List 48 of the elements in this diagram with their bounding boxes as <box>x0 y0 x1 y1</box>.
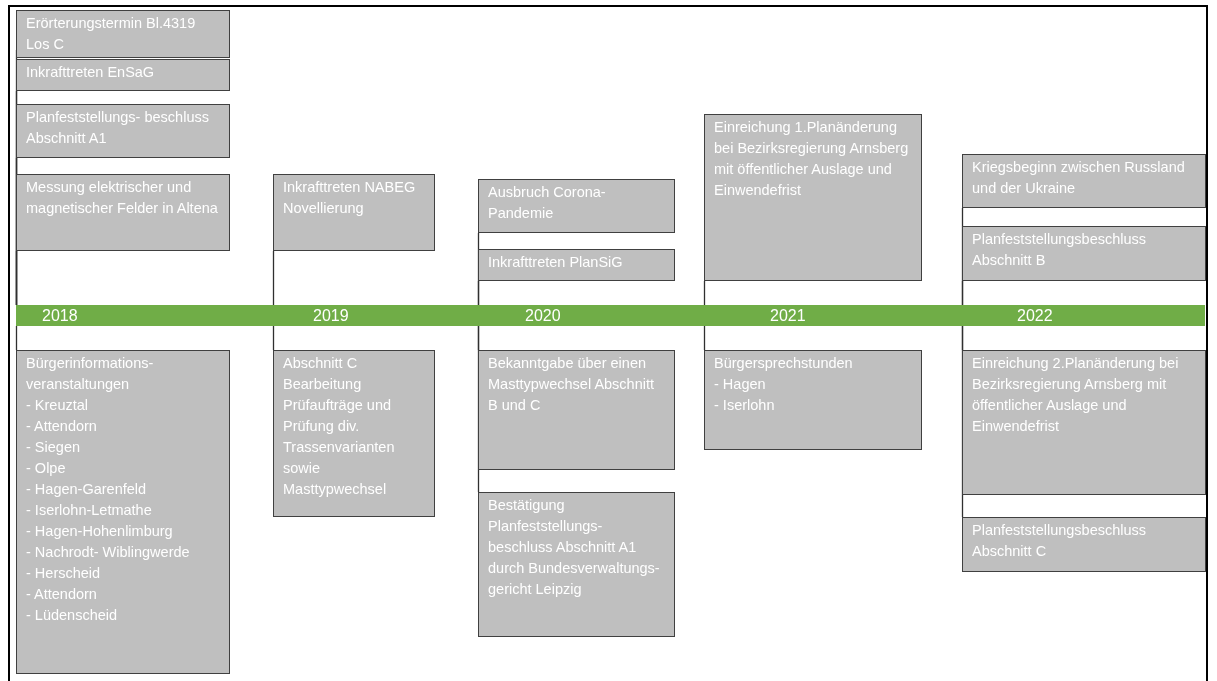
event-box: Planfeststellungsbeschluss Abschnitt B <box>962 226 1206 281</box>
list-item: - Hagen <box>714 375 767 394</box>
list-item: - Attendorn <box>26 417 98 436</box>
year-label: 2020 <box>525 306 561 325</box>
connector-line <box>272 250 275 306</box>
list-item: - Nachrodt- Wiblingwerde <box>26 543 191 562</box>
connector-line <box>15 325 18 351</box>
event-box: Ausbruch Corona- Pandemie <box>478 179 675 233</box>
event-box: Planfeststellungsbeschluss Abschnitt C <box>962 517 1206 572</box>
event-box: Inkrafttreten NABEG Novellierung <box>273 174 435 251</box>
event-box: Bestätigung Planfeststellungs- beschluss Abschnitt A1 durch Bundesverwaltungs- gericht Leipzig <box>478 492 675 637</box>
event-box: Kriegsbeginn zwischen Russland und der Ukraine <box>962 154 1206 208</box>
year-label: 2019 <box>313 306 349 325</box>
event-box <box>16 350 230 674</box>
event-box: Bekanntgabe über einen Masttypwechsel Abschnitt B und C <box>478 350 675 470</box>
list-item: - Lüdenscheid <box>26 606 119 625</box>
year-label: 2018 <box>42 306 78 325</box>
event-heading: Bürgersprechstunden <box>714 354 854 373</box>
event-box <box>704 350 922 450</box>
list-item: - Attendorn <box>26 585 98 604</box>
list-item: - Hagen-Hohenlimburg <box>26 522 174 541</box>
connector-line <box>961 280 964 306</box>
event-box: Erörterungstermin Bl.4319 Los C <box>16 10 230 58</box>
list-item: - Kreuztal <box>26 396 90 415</box>
list-item: - Iserlohn <box>714 396 776 415</box>
connector-line <box>477 280 480 306</box>
connector-line <box>272 325 275 351</box>
event-box: Inkrafttreten PlanSiG <box>478 249 675 281</box>
list-item: - Herscheid <box>26 564 102 583</box>
connector-line <box>703 325 706 351</box>
connector-line <box>15 250 18 306</box>
event-heading: Bürgerinformations- veranstaltungen <box>26 354 155 394</box>
year-label: 2021 <box>770 306 806 325</box>
event-box: Messung elektrischer und magnetischer Felder in Altena <box>16 174 230 251</box>
timeline-bar <box>16 305 1205 326</box>
event-box: Abschnitt C Bearbeitung Prüfaufträge und Prüfung div. Trassenvarianten sowie Masttypwechsel <box>273 350 435 517</box>
event-box: Inkrafttreten EnSaG <box>16 59 230 91</box>
year-label: 2022 <box>1017 306 1053 325</box>
connector-line <box>703 280 706 306</box>
event-box: Einreichung 1.Planänderung bei Bezirksregierung Arnsberg mit öffentlicher Auslage und Einwendefrist <box>704 114 922 281</box>
list-item: - Olpe <box>26 459 67 478</box>
event-box: Planfeststellungs- beschluss Abschnitt A1 <box>16 104 230 158</box>
list-item: - Iserlohn-Letmathe <box>26 501 153 520</box>
event-box: Einreichung 2.Planänderung bei Bezirksregierung Arnsberg mit öffentlicher Auslage und Einwendefrist <box>962 350 1206 495</box>
connector-line <box>961 325 964 518</box>
list-item: - Siegen <box>26 438 81 457</box>
list-item: - Hagen-Garenfeld <box>26 480 148 499</box>
connector-line <box>477 325 480 493</box>
